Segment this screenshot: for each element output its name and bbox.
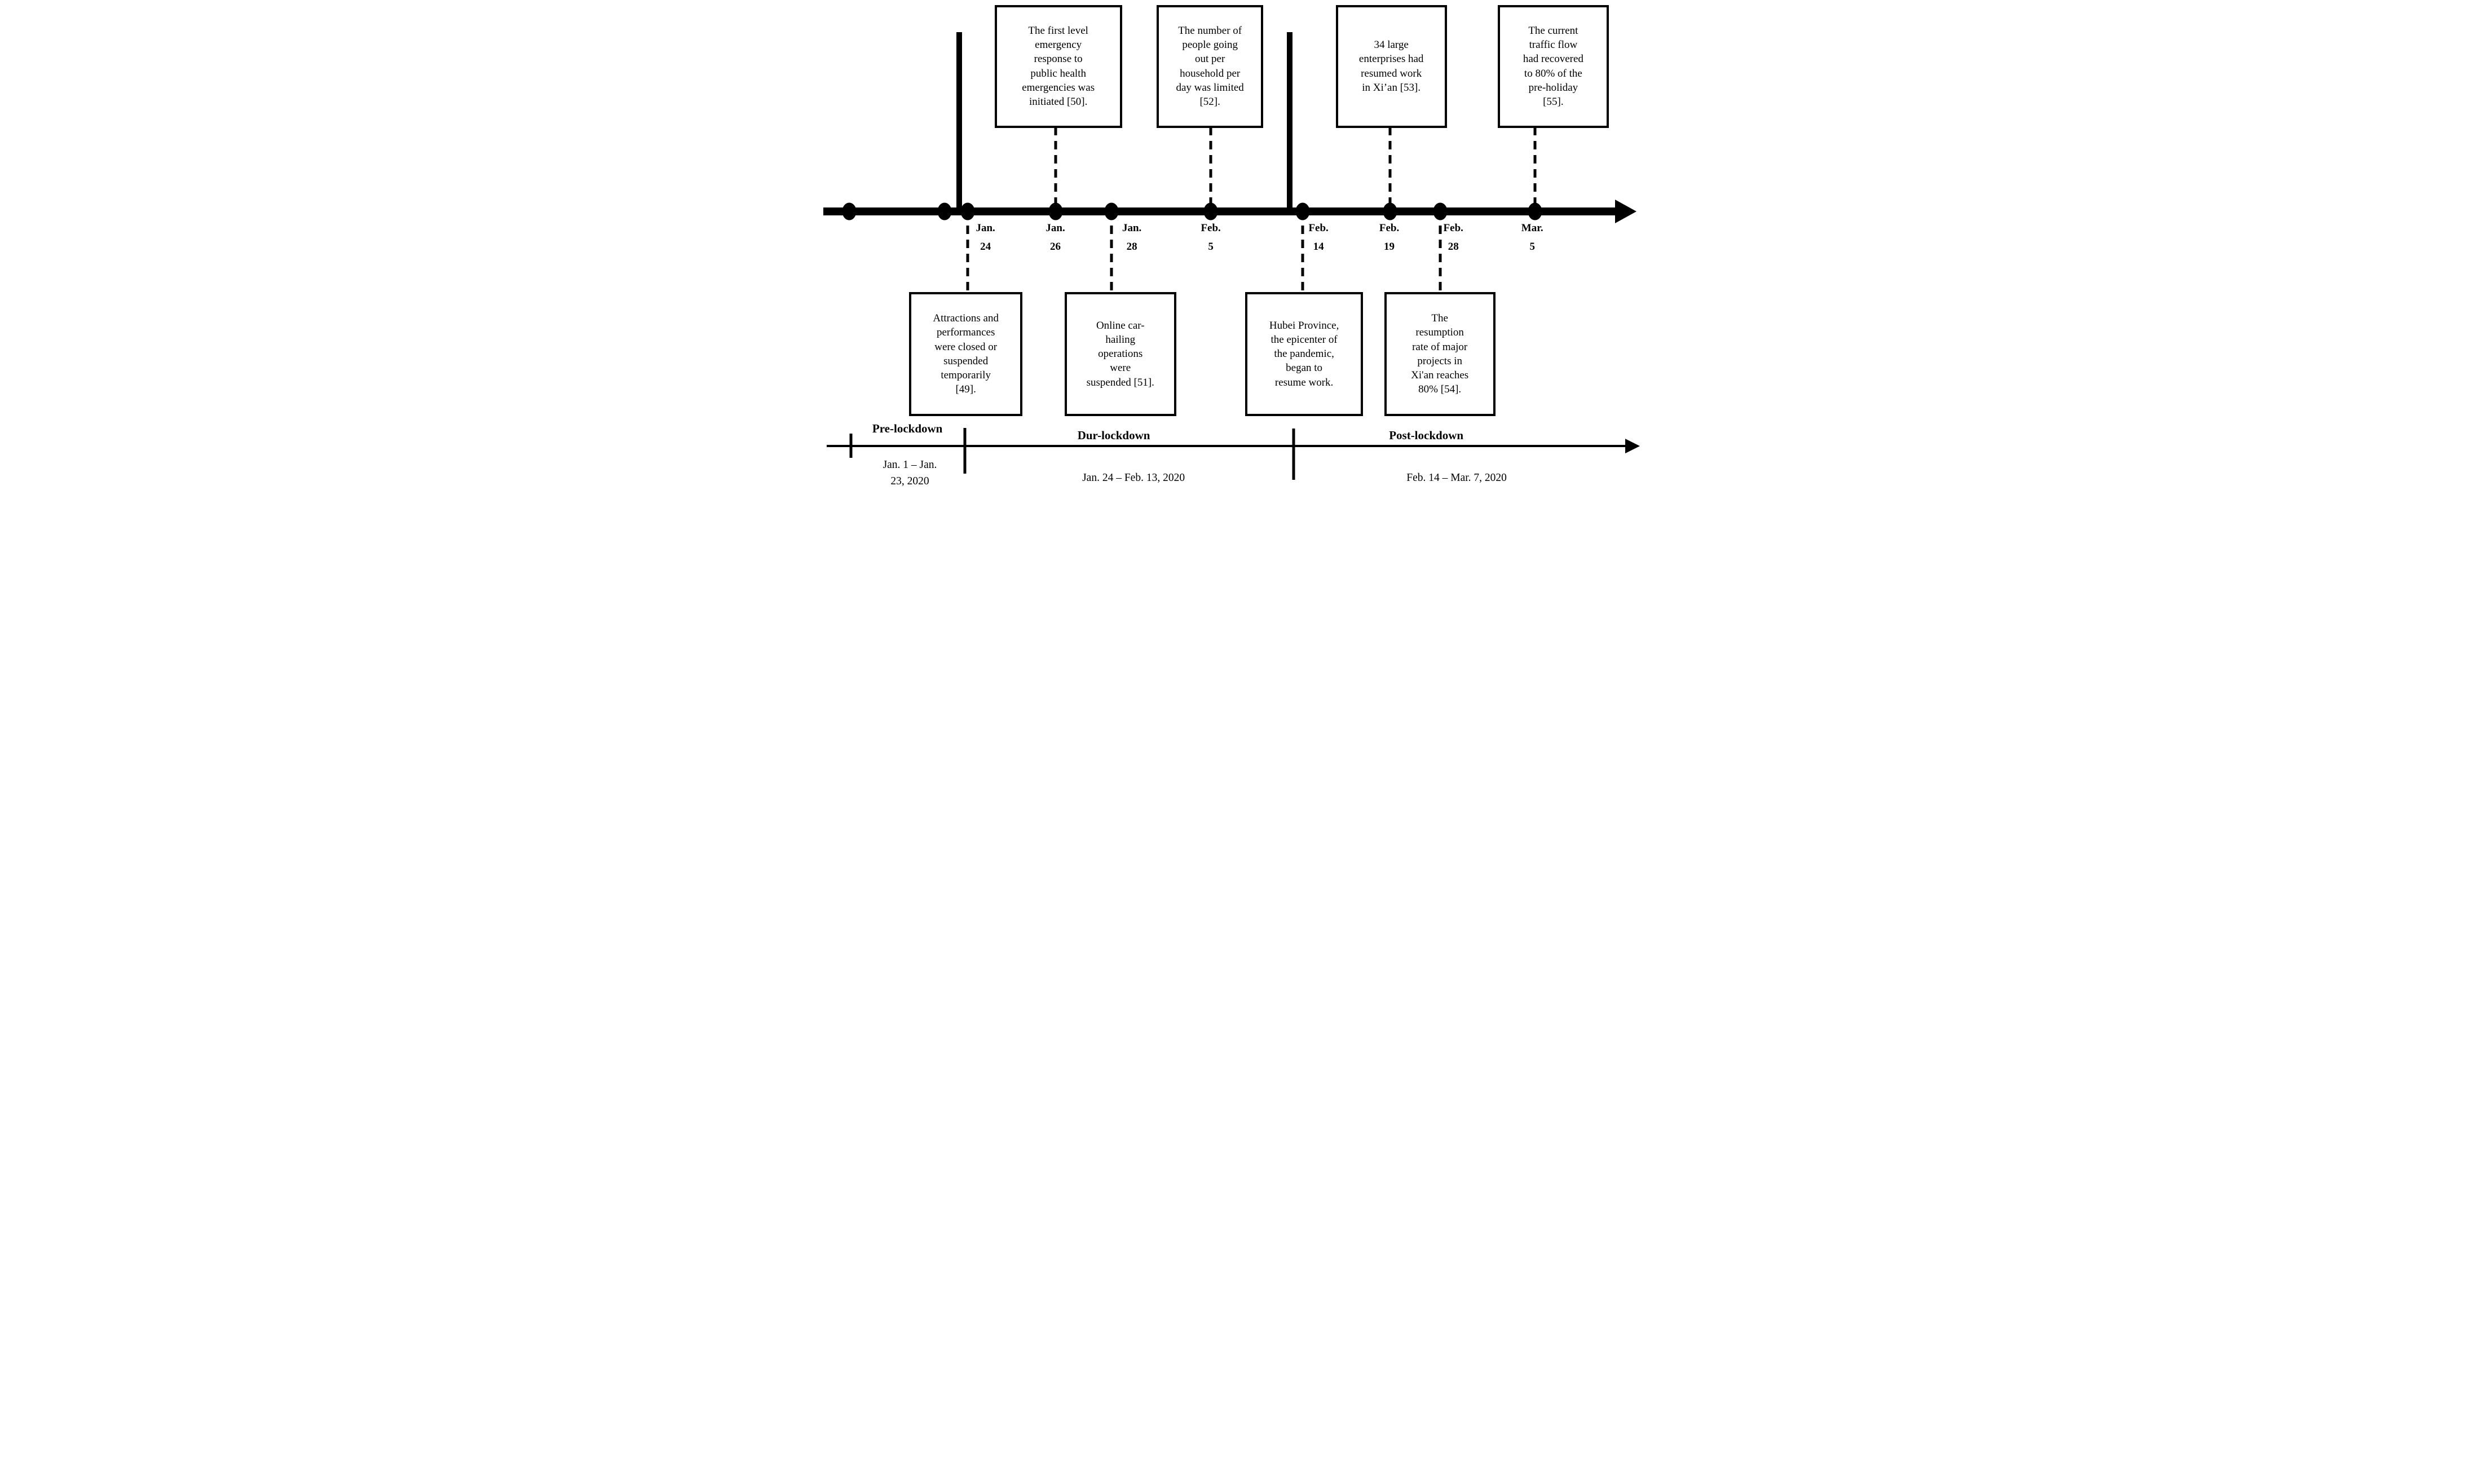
timeline-dot (937, 202, 952, 220)
connector-feb19 (1388, 126, 1392, 211)
date-label-feb19: Feb. 19 (1379, 219, 1399, 257)
date-label-jan24: Jan. 24 (976, 219, 995, 257)
phase-tick-jan24 (963, 427, 967, 474)
date-month: Feb. (1201, 222, 1221, 235)
phase-label-post-lockdown: Post-lockdown (1389, 429, 1464, 443)
timeline-dot-jan26 (1048, 202, 1063, 220)
phase-label-pre-lockdown: Pre-lockdown (872, 422, 943, 436)
covid-lockdown-timeline-figure: The first level emergency response to pu… (822, 0, 1644, 495)
date-label-feb5: Feb. 5 (1201, 219, 1220, 257)
timeline-axis (823, 207, 1618, 215)
date-label-jan26: Jan. 26 (1045, 219, 1065, 257)
timeline-dot (842, 202, 857, 220)
phase-label-dur-lockdown: Dur-lockdown (1077, 429, 1150, 443)
event-box-jan24: Attractions and performances were closed… (909, 292, 1023, 416)
date-day: 5 (1208, 241, 1214, 253)
date-day: 19 (1384, 241, 1395, 253)
timeline-dot-feb19 (1383, 202, 1397, 220)
date-day: 28 (1448, 241, 1459, 253)
lockdown-start-line (956, 32, 962, 211)
date-month: Jan. (1045, 222, 1065, 235)
event-box-feb14: Hubei Province, the epicenter of the pan… (1245, 292, 1363, 416)
date-month: Jan. (1122, 222, 1142, 235)
date-month: Feb. (1443, 222, 1463, 235)
date-label-feb28: Feb. 28 (1444, 219, 1463, 257)
event-box-jan26: The first level emergency response to pu… (994, 5, 1122, 128)
date-day: 5 (1529, 241, 1535, 253)
connector-feb5 (1209, 126, 1212, 211)
lockdown-end-line (1287, 32, 1293, 211)
phase-tick-feb14 (1292, 429, 1295, 480)
date-month: Feb. (1308, 222, 1329, 235)
date-day: 28 (1126, 241, 1137, 253)
date-label-feb14: Feb. 14 (1308, 219, 1328, 257)
timeline-dot-mar5 (1528, 202, 1542, 220)
timeline-arrowhead-icon (1615, 199, 1637, 223)
phase-range-post-lockdown: Feb. 14 – Mar. 7, 2020 (1406, 472, 1507, 484)
phase-axis (827, 445, 1627, 448)
date-label-mar5: Mar. 5 (1521, 219, 1543, 257)
date-day: 24 (980, 241, 991, 253)
event-box-feb19: 34 large enterprises had resumed work in… (1335, 5, 1447, 128)
date-day: 14 (1313, 241, 1324, 253)
event-box-feb28: The resumption rate of major projects in… (1384, 292, 1496, 416)
date-month: Mar. (1521, 222, 1543, 235)
connector-jan28 (1110, 211, 1113, 292)
connector-jan24 (966, 211, 969, 292)
connector-mar5 (1533, 126, 1537, 211)
phase-range-pre-lockdown: Jan. 1 – Jan. 23, 2020 (883, 459, 937, 487)
date-label-jan28: Jan. 28 (1122, 219, 1141, 257)
date-day: 26 (1050, 241, 1061, 253)
event-box-feb5: The number of people going out per house… (1156, 5, 1264, 128)
phase-range-dur-lockdown: Jan. 24 – Feb. 13, 2020 (1082, 472, 1185, 484)
connector-jan26 (1054, 126, 1057, 211)
phase-arrowhead-icon (1625, 439, 1640, 454)
date-month: Feb. (1379, 222, 1400, 235)
date-month: Jan. (976, 222, 995, 235)
event-box-jan28: Online car- hailing operations were susp… (1064, 292, 1176, 416)
connector-feb28 (1439, 211, 1442, 292)
phase-tick-jan1 (849, 434, 853, 458)
connector-feb14 (1301, 211, 1304, 292)
event-box-mar5: The current traffic flow had recovered t… (1497, 5, 1609, 128)
timeline-dot-feb5 (1203, 202, 1218, 220)
